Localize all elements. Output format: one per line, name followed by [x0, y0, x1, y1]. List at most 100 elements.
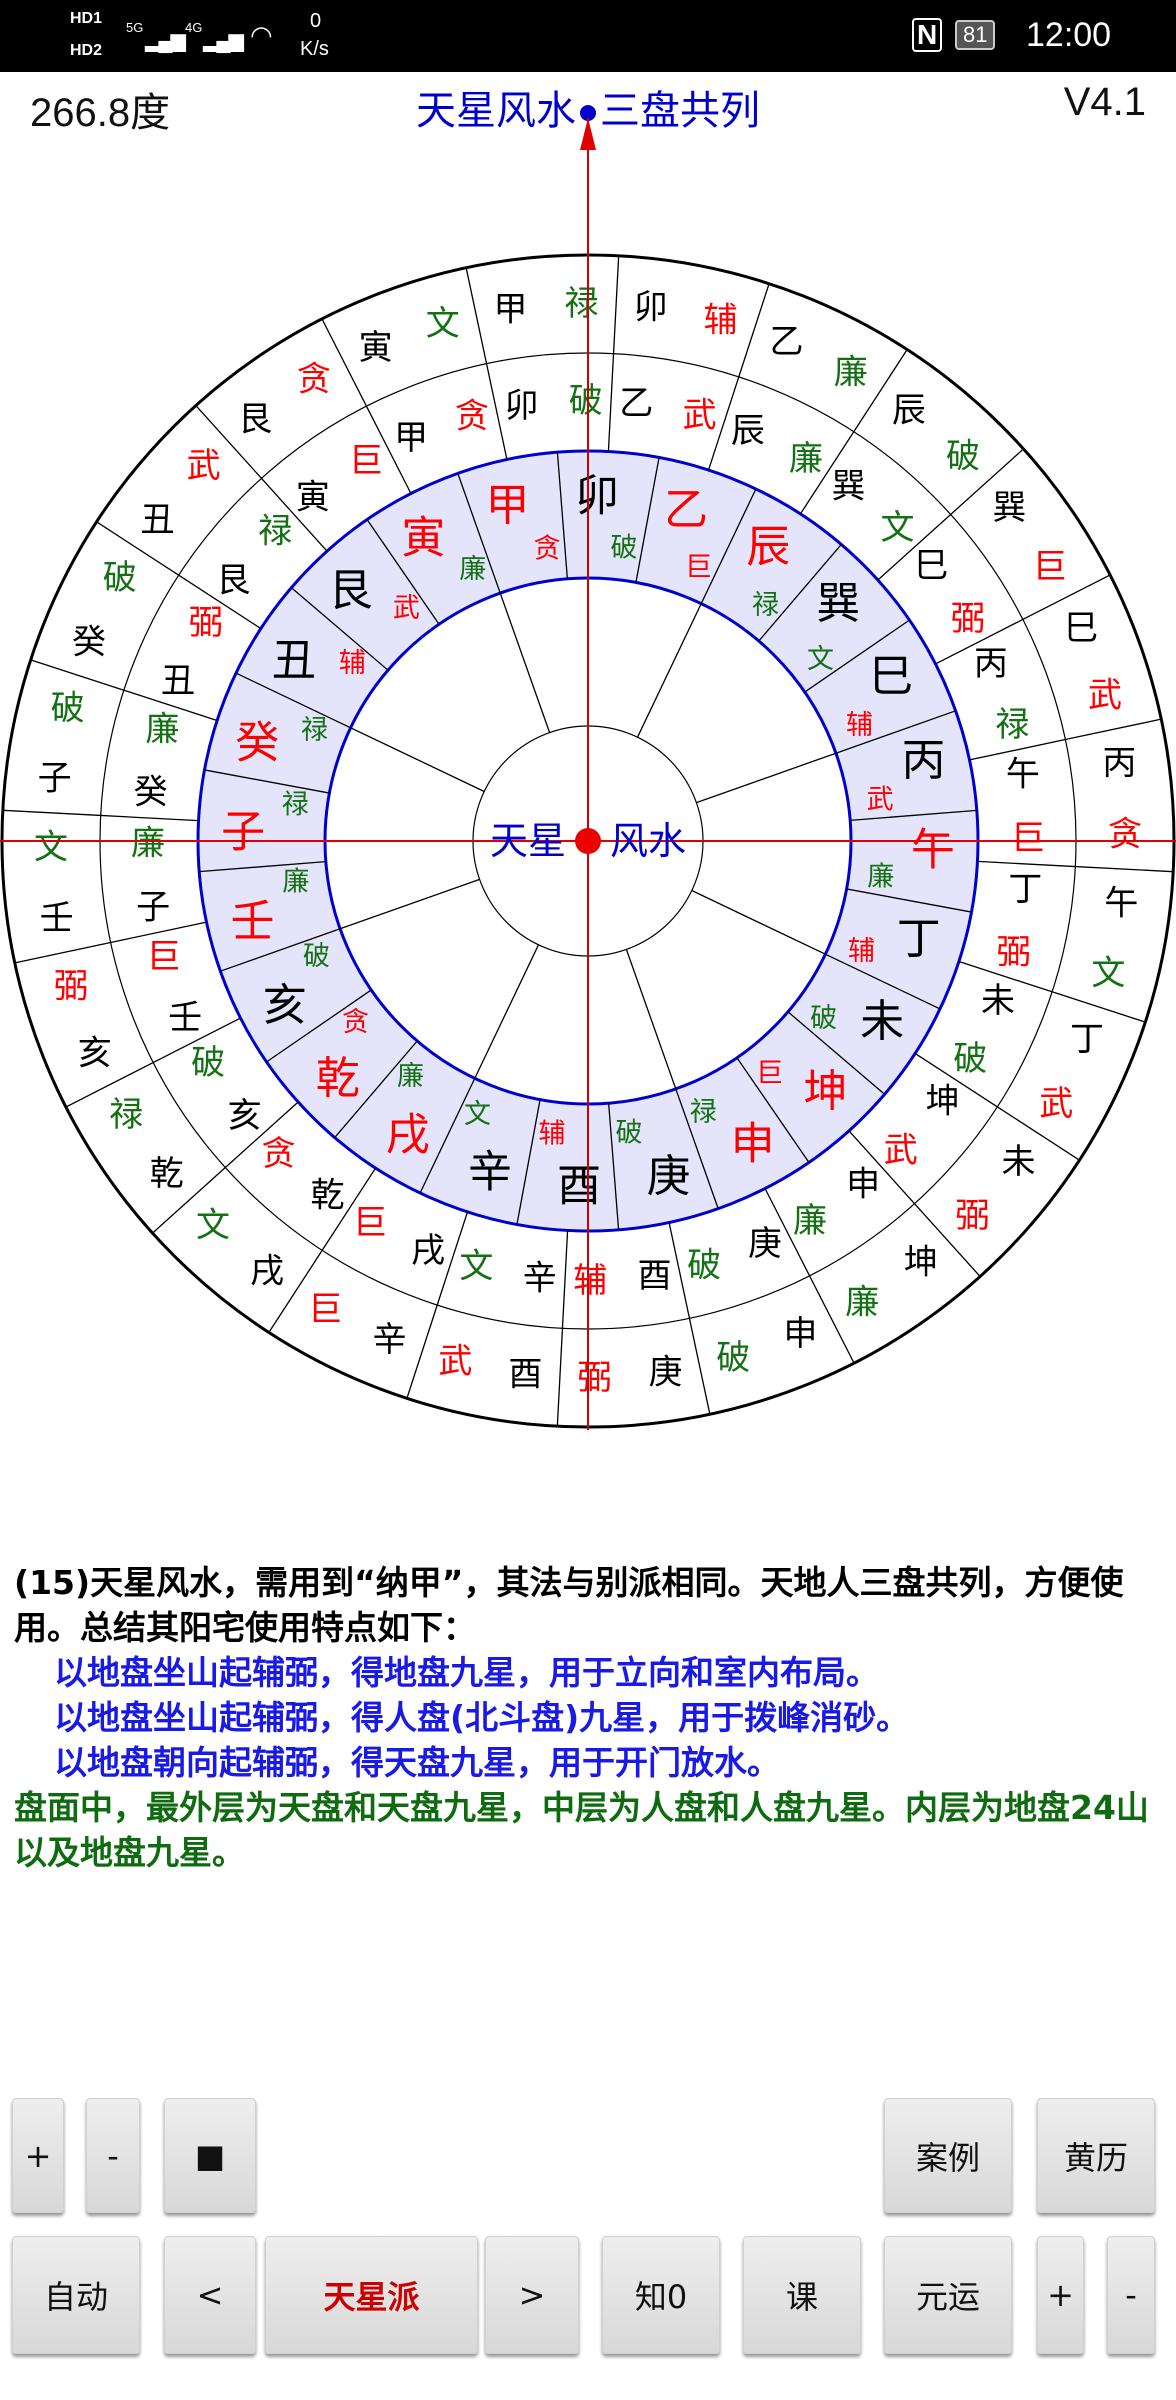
- middle-divider: [958, 960, 1053, 993]
- middle-divider: [485, 363, 508, 460]
- inner-star: 破: [810, 1003, 837, 1034]
- lesson-button[interactable]: 课: [743, 2236, 861, 2354]
- school-button[interactable]: 天星派: [265, 2236, 478, 2354]
- middle-divider: [877, 513, 952, 581]
- middle-mountain: 巽: [831, 466, 865, 506]
- outer-star: 武: [438, 1341, 472, 1381]
- next-button[interactable]: >: [485, 2236, 579, 2354]
- inner-star: 破: [610, 533, 637, 564]
- middle-mountain: 子: [136, 888, 170, 928]
- middle-star: 廉: [145, 709, 179, 749]
- inner-mountain: 巽: [816, 578, 860, 629]
- middle-mountain: 庚: [748, 1224, 782, 1264]
- zoom-in-button[interactable]: +: [12, 2098, 64, 2213]
- inner-mountain: 酉: [557, 1160, 601, 1211]
- inner-divider: [825, 953, 941, 1010]
- outer-star: 廉: [834, 353, 868, 393]
- middle-divider: [436, 1211, 469, 1306]
- middle-mountain: 丙: [974, 644, 1008, 684]
- stop-button[interactable]: ■: [164, 2098, 256, 2213]
- outer-mountain: 癸: [72, 622, 106, 662]
- middle-divider: [152, 1017, 241, 1064]
- outer-mountain: 甲: [493, 290, 527, 330]
- inner-star: 廉: [282, 867, 309, 898]
- inner-mountain: 癸: [235, 718, 279, 769]
- outer-mountain: 丑: [140, 500, 174, 540]
- outer-divider: [612, 255, 620, 354]
- title-right: 三盘共列: [600, 88, 760, 134]
- inner-mountain: 子: [221, 806, 265, 857]
- middle-divider: [707, 376, 740, 471]
- almanac-button[interactable]: 黄历: [1037, 2098, 1155, 2213]
- middle-mountain: 艮: [216, 561, 250, 601]
- middle-divider: [100, 814, 199, 822]
- yuanyun-button[interactable]: 元运: [884, 2236, 1012, 2354]
- inner-star: 辅: [539, 1118, 566, 1149]
- inner-divider: [419, 1078, 476, 1194]
- inner-mountain: 亥: [263, 980, 307, 1031]
- inner-mountain: 丑: [272, 635, 316, 686]
- inner-divider: [291, 587, 389, 671]
- middle-mountain: 壬: [168, 998, 202, 1038]
- center-label-left: 天星: [490, 819, 566, 863]
- middle-star: 廉: [789, 439, 823, 479]
- signal-icon: ▂▄▆: [145, 30, 186, 52]
- inner-divider: [850, 809, 977, 822]
- compass-dial[interactable]: 卯辅乙廉辰破巽巨巳武丙贪午文丁武未弼坤廉申破庚弼酉武辛巨戌文乾禄亥弼壬文子破癸破…: [0, 0, 1176, 1440]
- middle-star: 弼: [189, 603, 223, 643]
- zhi-button[interactable]: 知0: [602, 2236, 720, 2354]
- middle-divider: [321, 1167, 377, 1251]
- middle-divider: [561, 1230, 569, 1329]
- center-label-right: 风水: [610, 819, 686, 863]
- inner-mountain: 甲: [485, 480, 529, 531]
- outer-divider: [14, 941, 111, 964]
- outer-mountain: 辰: [892, 390, 926, 430]
- inner-star: 廉: [867, 861, 894, 892]
- middle-divider: [607, 353, 615, 452]
- clock: 12:00: [1026, 16, 1112, 54]
- trigram-spoke: [499, 592, 551, 733]
- outer-mountain: 丁: [1070, 1020, 1104, 1060]
- middle-star: 巨: [353, 1203, 387, 1243]
- inner-star: 文: [464, 1099, 491, 1130]
- inner-star: 文: [807, 644, 834, 675]
- middle-divider: [848, 1130, 916, 1205]
- outer-divider: [950, 448, 1024, 515]
- title-dot-icon: [580, 105, 596, 121]
- outer-divider: [30, 659, 125, 691]
- center-dot-icon: [575, 828, 601, 854]
- inner-star: 禄: [690, 1097, 717, 1128]
- inner-divider: [635, 457, 660, 583]
- inner-star: 辅: [848, 936, 875, 967]
- auto-button[interactable]: 自动: [12, 2236, 140, 2354]
- middle-mountain: 巳: [914, 546, 948, 586]
- outer-mountain: 午: [1104, 884, 1138, 924]
- inner-star: 禄: [301, 715, 328, 746]
- trigram-spoke: [339, 878, 480, 930]
- middle-star: 弼: [951, 599, 985, 639]
- middle-mountain: 酉: [638, 1256, 672, 1296]
- inner-mountain: 寅: [401, 512, 445, 563]
- middle-mountain: 甲: [394, 418, 428, 458]
- inner-divider: [516, 1099, 541, 1225]
- cases-button[interactable]: 案例: [884, 2098, 1012, 2213]
- decrease-button[interactable]: -: [1107, 2236, 1155, 2354]
- inner-mountain: 乙: [664, 485, 708, 536]
- outer-mountain: 酉: [508, 1354, 542, 1394]
- description-item-2: 以地盘坐山起辅弼，得人盘(北斗盘)九星，用于拨峰消砂。: [54, 1698, 910, 1737]
- inner-star: 武: [393, 593, 420, 624]
- zoom-out-button[interactable]: -: [86, 2098, 140, 2213]
- signal-icon: ▂▄▆: [203, 30, 244, 52]
- header: 266.8度 天星风水三盘共列 V4.1: [0, 72, 1176, 135]
- outer-star: 文: [196, 1205, 230, 1245]
- inner-star: 巨: [685, 552, 712, 583]
- outer-mountain: 庚: [649, 1352, 683, 1392]
- inner-mountain: 未: [860, 996, 904, 1047]
- prev-button[interactable]: <: [164, 2236, 256, 2354]
- outer-divider: [406, 1304, 438, 1399]
- outer-divider: [1075, 865, 1174, 873]
- middle-star: 武: [884, 1130, 918, 1170]
- increase-button[interactable]: +: [1037, 2236, 1084, 2354]
- wifi-icon: ◠: [250, 20, 273, 50]
- description-summary: 盘面中，最外层为天盘和天盘九星，中层为人盘和人盘九星。内层为地盘24山以及地盘九…: [14, 1788, 1149, 1872]
